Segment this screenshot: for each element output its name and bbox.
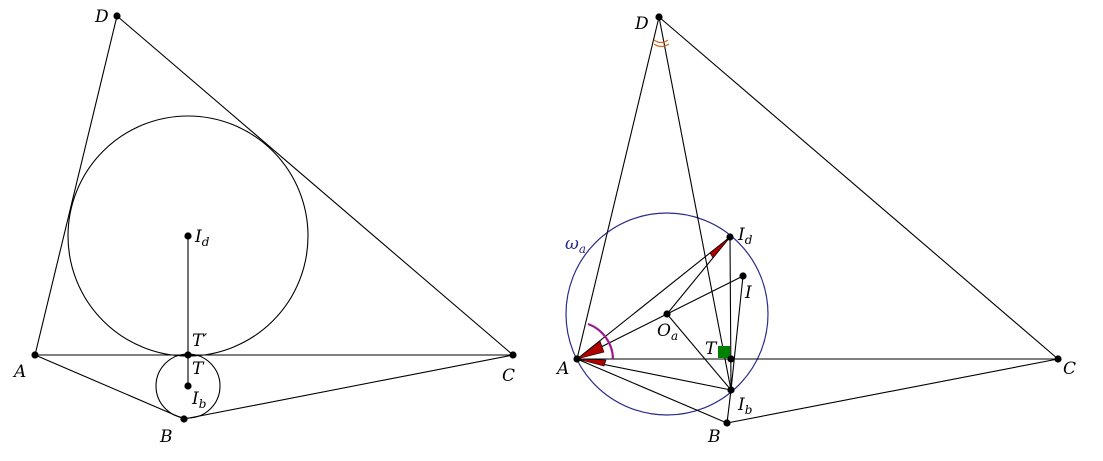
circle-omega-a xyxy=(565,212,769,416)
label-D: D xyxy=(634,14,649,34)
label-omega-a: ωa xyxy=(565,234,586,256)
point-Id xyxy=(184,232,192,240)
label-Id: Id xyxy=(737,225,753,247)
side-DC xyxy=(658,16,1059,360)
label-T: T xyxy=(705,339,718,359)
label-T: T xyxy=(192,359,205,379)
angle-arc-at-D-2 xyxy=(653,43,670,48)
point-Ib xyxy=(184,382,192,390)
point-D xyxy=(655,13,663,21)
label-B: B xyxy=(707,427,721,447)
label-B: B xyxy=(159,427,173,447)
point-C xyxy=(1054,355,1062,363)
point-A xyxy=(31,351,39,359)
label-D: D xyxy=(94,7,109,27)
label-A: A xyxy=(12,362,26,382)
segment-Id-Ib xyxy=(729,236,732,391)
label-C: C xyxy=(1063,359,1076,379)
angle-mark-at-A-upper xyxy=(576,340,605,360)
side-DA xyxy=(34,15,118,356)
side-DC xyxy=(116,15,514,356)
angle-mark-at-Id xyxy=(709,236,731,259)
right-angle-mark-T xyxy=(718,346,730,358)
angle-arc-at-A xyxy=(587,322,615,360)
point-Ib xyxy=(727,386,735,394)
point-C xyxy=(509,351,517,359)
label-Ib: Ib xyxy=(737,395,752,417)
point-B xyxy=(180,415,188,423)
side-AB xyxy=(34,354,185,420)
label-Id: Id xyxy=(194,227,210,249)
point-T xyxy=(184,351,192,359)
point-B xyxy=(723,419,731,427)
angle-mark-at-A-lower xyxy=(576,358,607,367)
segment-I-Ib xyxy=(730,275,744,391)
left-figure: D A B C Id T′ T Ib xyxy=(12,7,517,447)
segment-Oa-Ib xyxy=(666,313,732,391)
right-figure: D A B C Id I Oa T Ib ωa xyxy=(555,13,1076,447)
side-BC xyxy=(183,354,514,420)
label-A: A xyxy=(555,359,569,379)
segment-Ib-B xyxy=(726,389,732,424)
point-D xyxy=(113,12,121,20)
point-Oa xyxy=(663,310,671,318)
side-AB xyxy=(576,358,728,424)
side-DA xyxy=(576,16,660,360)
point-T xyxy=(727,355,735,363)
segment-A-Id xyxy=(576,236,731,360)
label-Oa: Oa xyxy=(657,321,678,343)
segment-A-I xyxy=(576,275,744,360)
angle-arc-at-D xyxy=(653,39,669,44)
point-A xyxy=(573,355,581,363)
label-I: I xyxy=(744,283,752,303)
point-Id xyxy=(726,233,734,241)
segment-D-Ib xyxy=(658,16,732,391)
point-I xyxy=(739,272,747,280)
label-Tprime: T′ xyxy=(192,331,207,351)
label-C: C xyxy=(502,366,515,386)
label-Ib: Ib xyxy=(191,389,206,411)
side-BC xyxy=(726,358,1059,424)
